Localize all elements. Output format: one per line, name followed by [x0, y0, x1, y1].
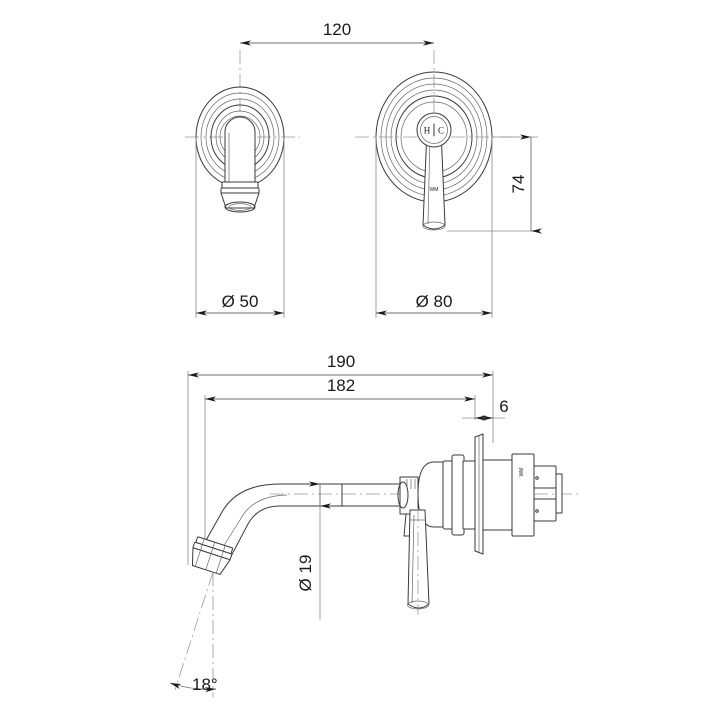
angle-outlet-axis	[174, 571, 214, 691]
brand-stamp-front: WM	[430, 187, 439, 193]
spout-front-view: Ø 50	[185, 86, 300, 318]
dim-18-deg-label: 18°	[192, 675, 218, 694]
lever-handle-highlight	[411, 514, 415, 604]
dim-dia-19-label: Ø 19	[296, 555, 315, 592]
spout-tube-top-edge	[199, 483, 401, 552]
body-shoulder	[451, 454, 465, 536]
dim-190-label: 190	[327, 352, 355, 371]
tee-block-end-face	[397, 481, 409, 509]
spout-barrel-front	[224, 116, 256, 199]
cartridge-body	[511, 453, 535, 537]
mixer-hub-inner	[420, 116, 448, 144]
dim-74-label: 74	[509, 175, 528, 194]
cartridge-housing	[482, 459, 514, 531]
inlet-end-cap	[555, 473, 563, 514]
spigot-mark-upper	[535, 476, 539, 480]
brand-stamp-side: WM	[519, 468, 525, 477]
spout-outlet-body	[220, 192, 260, 209]
spout-collar-ring-2	[220, 187, 260, 194]
assembly-side-view: 18° Ø 19 WM	[169, 433, 580, 697]
angle-18-arc	[169, 682, 217, 693]
spout-outlet-aerator	[228, 203, 252, 211]
spout-outlet-assembly	[191, 536, 234, 575]
dim-dia-19-group: Ø 19	[296, 481, 331, 620]
mixer-lever-highlight	[427, 134, 431, 225]
dim-182-label: 182	[327, 376, 355, 395]
spigot-mark-lower	[535, 509, 539, 513]
body-neck	[462, 460, 476, 530]
outlet-body	[191, 547, 231, 575]
spout-collar-ring-1	[221, 181, 259, 189]
mixer-lever-end-cap	[422, 221, 446, 231]
dim-dia-80-label-text: Ø 80	[416, 292, 453, 311]
dim-120-label: 120	[323, 20, 351, 39]
dim-6-group: 6	[462, 397, 509, 421]
spout-outlet-rim	[224, 201, 256, 213]
spout-tube-bottom-edge	[227, 505, 401, 563]
dim-6-label: 6	[499, 397, 508, 416]
hot-indicator-label: H	[424, 126, 431, 136]
mixer-front-view: H C WM Ø 80 74	[355, 71, 542, 318]
outlet-flute-2	[205, 542, 216, 570]
lever-handle-side[interactable]	[407, 509, 430, 609]
cold-indicator-label: C	[438, 126, 444, 136]
outlet-flute-3	[215, 545, 226, 574]
outlet-flute-1	[194, 538, 205, 567]
dim-190-group: 190	[187, 352, 494, 565]
angle-18-group: 18°	[169, 571, 218, 697]
dim-182-group: 182	[204, 376, 476, 560]
spout-tube-centre-bend-line	[215, 494, 288, 559]
dim-dia-50-label: Ø 50	[222, 292, 259, 311]
